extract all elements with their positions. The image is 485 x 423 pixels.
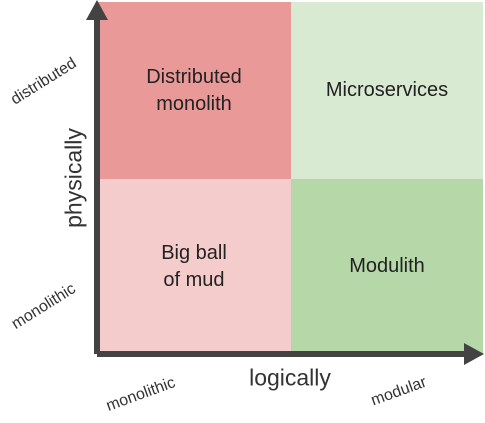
- x-axis-high-label: modular: [368, 373, 429, 410]
- quadrant-label-big-ball-of-mud: Big ball of mud: [161, 241, 227, 291]
- y-axis-low-label: monolithic: [8, 280, 79, 333]
- x-axis-title: logically: [249, 364, 331, 391]
- quadrant-label-microservices: Microservices: [325, 79, 449, 101]
- quadrant-modulith: Modulith: [291, 179, 483, 354]
- quadrant-distributed-monolith: Distributed monolith: [97, 2, 291, 179]
- quadrant-label-modulith: Modulith: [349, 255, 425, 277]
- y-axis-high-label: distributed: [7, 54, 80, 109]
- quadrant-label-distributed-monolith: Distributed monolith: [146, 65, 242, 115]
- quadrant-big-ball-of-mud: Big ball of mud: [97, 179, 291, 354]
- quadrant-microservices: Microservices: [291, 2, 483, 179]
- y-axis-title: physically: [60, 128, 87, 228]
- x-axis-low-label: monolithic: [104, 374, 178, 415]
